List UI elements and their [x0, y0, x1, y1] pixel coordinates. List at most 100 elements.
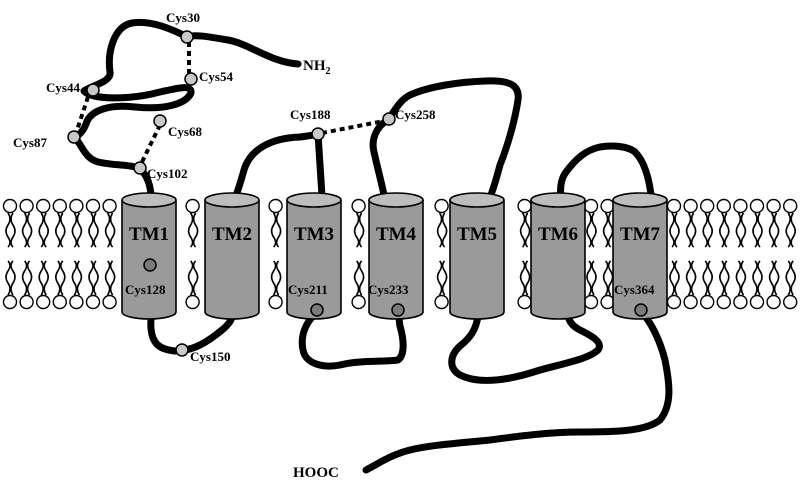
- lipid-tail: [725, 213, 729, 247]
- lipid-tail: [692, 213, 696, 247]
- lipid-head: [269, 200, 282, 213]
- lipid-head: [70, 200, 83, 213]
- lipid-tail: [28, 213, 32, 247]
- intracellular-loop-2: [302, 312, 403, 366]
- lipid-head: [20, 200, 33, 213]
- cys54-label: Cys54: [199, 69, 233, 84]
- lipid-tail: [194, 213, 198, 247]
- lipid-tail: [609, 261, 613, 295]
- lipid-tail: [708, 213, 712, 247]
- extracellular-loop-2: [373, 81, 518, 202]
- helix-body: [450, 200, 504, 319]
- lipid-tail: [736, 261, 740, 295]
- lipid-tail: [56, 213, 60, 247]
- lipid-tail: [775, 213, 779, 247]
- helix-body: [613, 200, 667, 319]
- lipid-head: [717, 296, 730, 309]
- lipid-tail: [28, 261, 32, 295]
- lipid-head: [53, 200, 66, 213]
- lipid-head: [37, 200, 50, 213]
- lipid-tail: [23, 213, 27, 247]
- lipid-tail: [355, 261, 359, 295]
- helix-label: TM1: [129, 224, 169, 245]
- cys258-marker: [383, 113, 395, 125]
- lipid-tail: [11, 261, 15, 295]
- lipid-head: [103, 296, 116, 309]
- lipid-tail: [786, 213, 790, 247]
- lipid-tail: [56, 261, 60, 295]
- cys364-label: Cys364: [614, 282, 655, 297]
- lipid-tail: [61, 261, 65, 295]
- cys150-marker: [176, 344, 188, 356]
- lipid-tail: [355, 213, 359, 247]
- lipid-tail: [592, 213, 596, 247]
- helix-body: [287, 200, 341, 319]
- lipid-head: [87, 200, 100, 213]
- lipid-head: [784, 296, 797, 309]
- lipid-head: [103, 200, 116, 213]
- lipid-head: [767, 200, 780, 213]
- helix-tm7: TM7: [613, 193, 667, 319]
- helix-label: TM4: [376, 224, 417, 245]
- helix-tm3: TM3: [287, 193, 341, 319]
- helix-label: TM6: [538, 224, 578, 245]
- lipid-head: [601, 200, 614, 213]
- lipid-tail: [526, 213, 530, 247]
- lipid-head: [518, 200, 531, 213]
- lipid-tail: [791, 261, 795, 295]
- lipid-tail: [526, 261, 530, 295]
- lipid-head: [53, 296, 66, 309]
- lipid-head: [684, 296, 697, 309]
- lipid-head: [269, 296, 282, 309]
- lipid-tail: [111, 213, 115, 247]
- cys68-marker: [154, 115, 166, 127]
- cys87-marker: [68, 131, 80, 143]
- lipid-tail: [194, 261, 198, 295]
- lipid-tail: [272, 261, 276, 295]
- lipid-tail: [277, 261, 281, 295]
- lipid-tail: [587, 213, 591, 247]
- lipid-tail: [703, 261, 707, 295]
- lipid-head: [701, 200, 714, 213]
- cys211-label: Cys211: [288, 282, 328, 297]
- helix-body: [531, 200, 585, 319]
- lipid-head: [668, 200, 681, 213]
- lipid-tail: [758, 213, 762, 247]
- helix-body: [205, 200, 259, 319]
- lipid-tail: [708, 261, 712, 295]
- lipid-tail: [687, 213, 691, 247]
- lipid-tail: [604, 261, 608, 295]
- lipid-head: [352, 296, 365, 309]
- cys188-marker: [312, 128, 324, 140]
- lipid-tail: [720, 213, 724, 247]
- lipid-head: [435, 200, 448, 213]
- helix-tm6: TM6: [531, 193, 585, 319]
- lipid-tail: [6, 213, 10, 247]
- lipid-tail: [106, 213, 110, 247]
- helix-tm5: TM5: [450, 193, 504, 319]
- lipid-tail: [89, 261, 93, 295]
- lipid-head: [751, 200, 764, 213]
- lipid-tail: [521, 213, 525, 247]
- lipid-tail: [753, 261, 757, 295]
- lipid-tail: [670, 213, 674, 247]
- lipid-tail: [89, 213, 93, 247]
- cys87-label: Cys87: [13, 135, 47, 150]
- lipid-head: [684, 200, 697, 213]
- helix-tm4: TM4: [369, 193, 423, 319]
- disulfide-cys68-cys102: [142, 125, 160, 162]
- lipid-head: [20, 296, 33, 309]
- lipid-tail: [741, 213, 745, 247]
- lipid-head: [585, 200, 598, 213]
- helix-cap: [531, 193, 585, 207]
- lipid-tail: [758, 261, 762, 295]
- cys30-marker: [181, 31, 193, 43]
- cys128-marker: [144, 259, 156, 271]
- cys102-marker: [134, 162, 146, 174]
- lipid-tail: [44, 261, 48, 295]
- lipid-head: [435, 296, 448, 309]
- n-terminus-label: NH2: [303, 58, 331, 77]
- lipid-tail: [111, 261, 115, 295]
- lipid-tail: [94, 213, 98, 247]
- lipid-tail: [189, 213, 193, 247]
